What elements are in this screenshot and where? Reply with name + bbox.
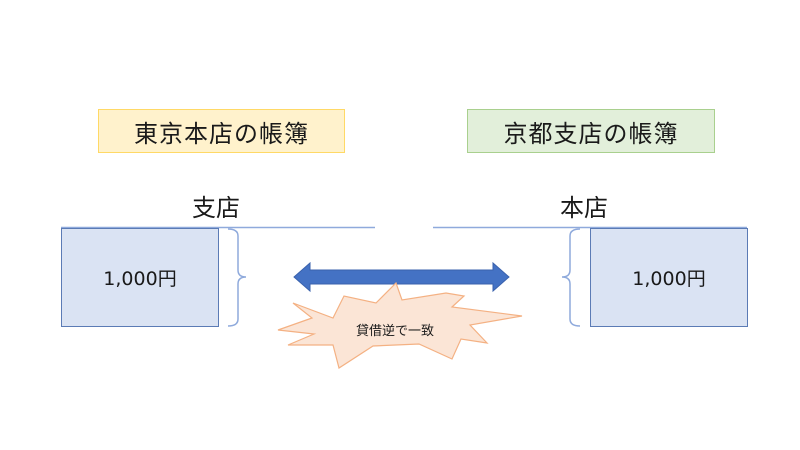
kyoto-brace-icon — [561, 228, 581, 327]
kyoto-ledger-title: 京都支店の帳簿 — [503, 119, 679, 148]
tokyo-account-label: 支店 — [192, 194, 240, 222]
kyoto-account-label: 本店 — [560, 194, 608, 222]
tokyo-amount-box: 1,000円 — [61, 228, 219, 327]
kyoto-amount: 1,000円 — [632, 268, 706, 290]
tokyo-ledger-title-box: 東京本店の帳簿 — [98, 109, 345, 153]
double-arrow-icon — [293, 261, 510, 293]
burst-note: 貸借逆で一致 — [355, 324, 434, 339]
kyoto-ledger-title-box: 京都支店の帳簿 — [467, 109, 715, 153]
tokyo-ledger-title: 東京本店の帳簿 — [134, 119, 309, 148]
tokyo-brace-icon — [227, 228, 247, 327]
tokyo-amount: 1,000円 — [103, 268, 177, 290]
burst-shape — [277, 281, 523, 369]
kyoto-amount-box: 1,000円 — [590, 228, 748, 327]
